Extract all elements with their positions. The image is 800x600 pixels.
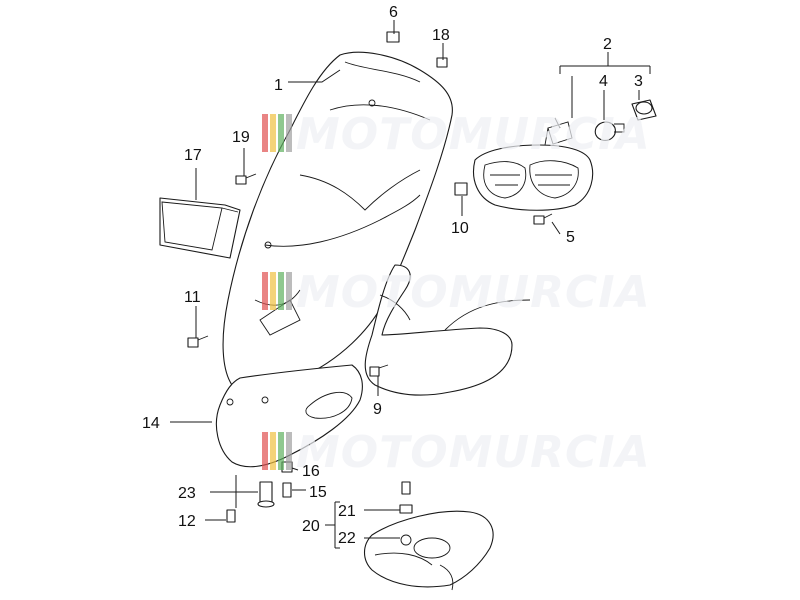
screw-23: [257, 481, 275, 508]
watermark-top: MOTOMURCIA: [262, 109, 651, 160]
part-label-20: 20: [302, 518, 320, 535]
part-label-14: 14: [142, 415, 160, 432]
screw-5: [533, 213, 553, 225]
part-label-17: 17: [184, 147, 202, 164]
part-label-3: 3: [634, 73, 643, 90]
watermark-text-middle: MOTOMURCIA: [296, 267, 651, 318]
watermark-text-top: MOTOMURCIA: [296, 109, 651, 160]
part-label-11: 11: [184, 289, 201, 306]
part-label-18: 18: [432, 27, 450, 44]
screw-12: [226, 509, 236, 523]
fastener-clip-6: [386, 31, 400, 43]
part-label-6: 6: [389, 4, 398, 21]
watermark-bottom: MOTOMURCIA: [262, 427, 651, 478]
part-label-12: 12: [178, 513, 196, 530]
headlight-assembly-part: [473, 117, 594, 211]
part-label-10: 10: [451, 220, 469, 237]
watermark-middle: MOTOMURCIA: [262, 267, 651, 318]
part-number-labels: 1 6 18 2 4 3 19 17 10 5 11 9 14 16 23 15…: [142, 4, 643, 547]
clip-10: [454, 182, 468, 196]
part-label-16: 16: [302, 463, 320, 480]
screw-19: [235, 173, 257, 185]
part-label-21: 21: [338, 503, 356, 520]
part-label-1: 1: [274, 77, 283, 94]
screw-21: [401, 481, 411, 495]
inner-leg-shield: [364, 264, 531, 396]
clip-22: [399, 504, 413, 514]
part-label-4: 4: [599, 73, 608, 90]
bulb-part: [594, 121, 625, 141]
part-label-19: 19: [232, 129, 250, 146]
screw-11: [187, 335, 209, 348]
bulb-holder-part: [631, 99, 657, 121]
inner-storage-panel-part: [159, 197, 241, 259]
watermark-text-bottom: MOTOMURCIA: [296, 427, 651, 478]
part-label-23: 23: [178, 485, 196, 502]
leader-lines: [170, 20, 651, 549]
lower-front-panel-part: [215, 364, 363, 468]
part-label-15: 15: [309, 484, 327, 501]
fastener-clip-18: [436, 57, 448, 68]
screw-9: [369, 364, 389, 377]
part-label-22: 22: [338, 530, 356, 547]
screw-15: [282, 482, 292, 498]
part-label-2: 2: [603, 36, 612, 53]
part-label-5: 5: [566, 229, 575, 246]
lower-cover-part: [363, 510, 494, 591]
part-label-9: 9: [373, 401, 382, 418]
